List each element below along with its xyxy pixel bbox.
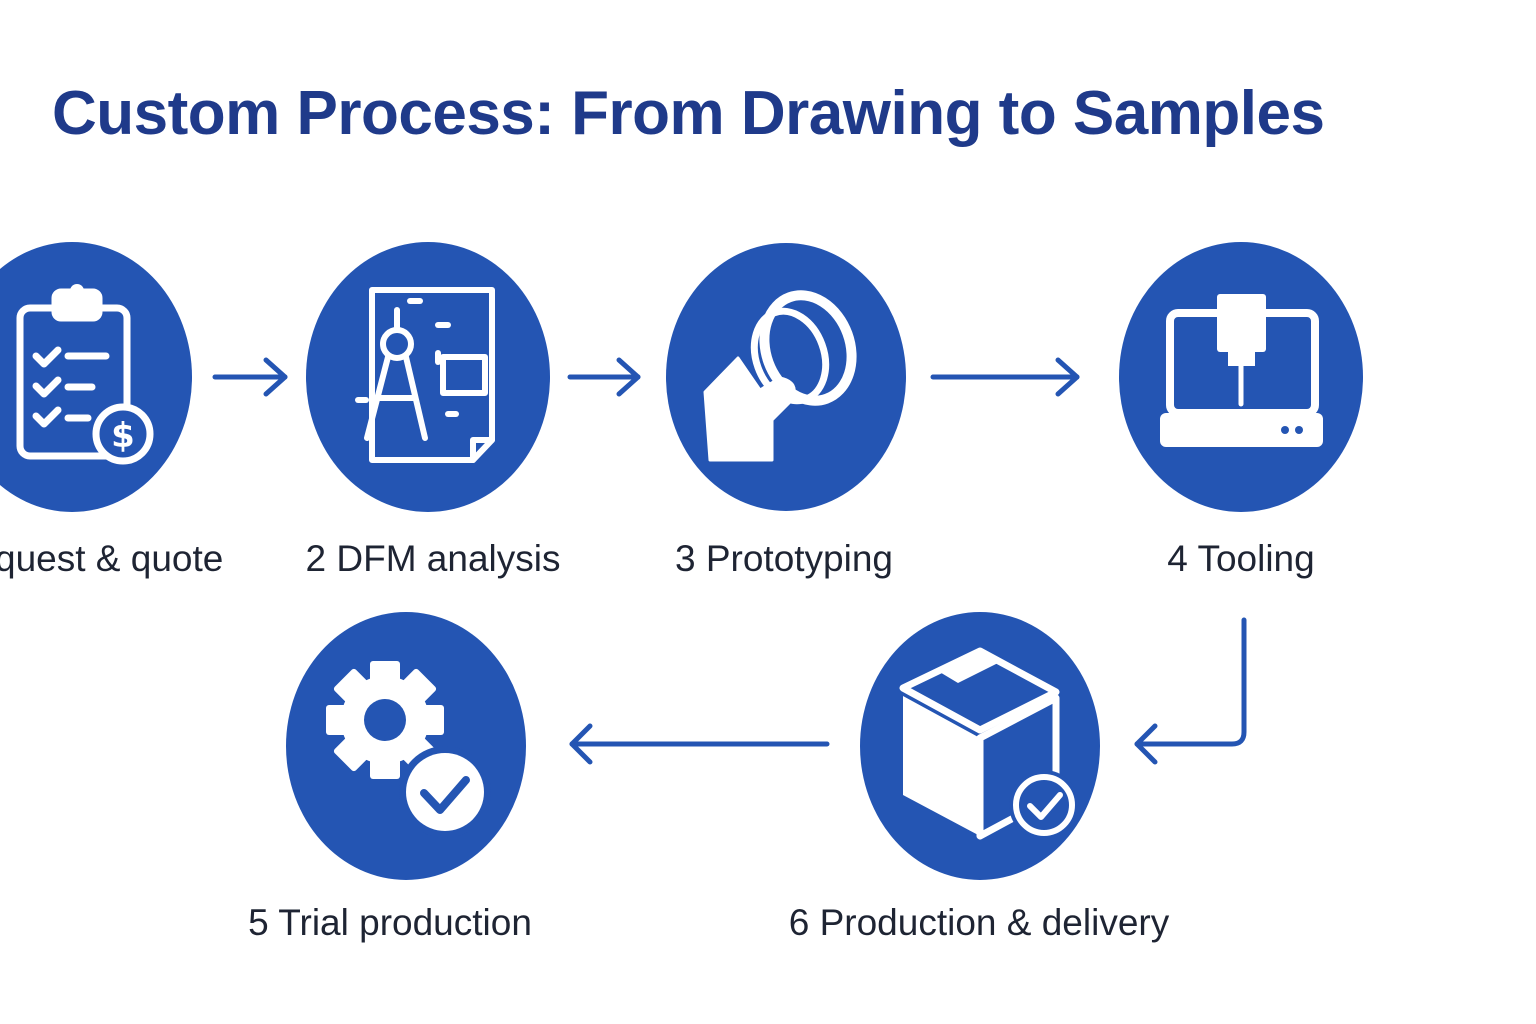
step-3-node	[666, 243, 906, 511]
step-5-node	[286, 612, 526, 880]
step-2-node	[306, 242, 550, 512]
step-1-label: quest & quote	[0, 538, 224, 579]
step-1-node: $	[0, 242, 192, 512]
arrow-4-to-6	[1134, 617, 1247, 765]
hand-ring-icon	[703, 290, 857, 462]
arrow-6-to-5	[569, 723, 830, 765]
step-3-label: 3 Prototyping	[674, 538, 894, 579]
cnc-machine-icon	[1160, 294, 1323, 447]
box-check-icon	[899, 647, 1079, 840]
step-2-label: 2 DFM analysis	[305, 538, 561, 579]
gear-check-icon	[326, 661, 491, 838]
step-4-node	[1119, 242, 1363, 512]
page-title: Custom Process: From Drawing to Samples	[52, 79, 1325, 148]
arrow-1-to-2	[212, 357, 288, 397]
arrow-2-to-3	[567, 357, 641, 397]
compass-drawing-icon	[355, 287, 495, 463]
svg-text:$: $	[111, 416, 135, 456]
step-6-node	[860, 612, 1100, 880]
step-4-label: 4 Tooling	[1167, 538, 1315, 579]
step-5-label: 5 Trial production	[248, 902, 532, 943]
arrow-3-to-4	[930, 357, 1080, 397]
clipboard-quote-icon: $	[16, 284, 154, 465]
step-6-label: 6 Production & delivery	[788, 902, 1170, 943]
